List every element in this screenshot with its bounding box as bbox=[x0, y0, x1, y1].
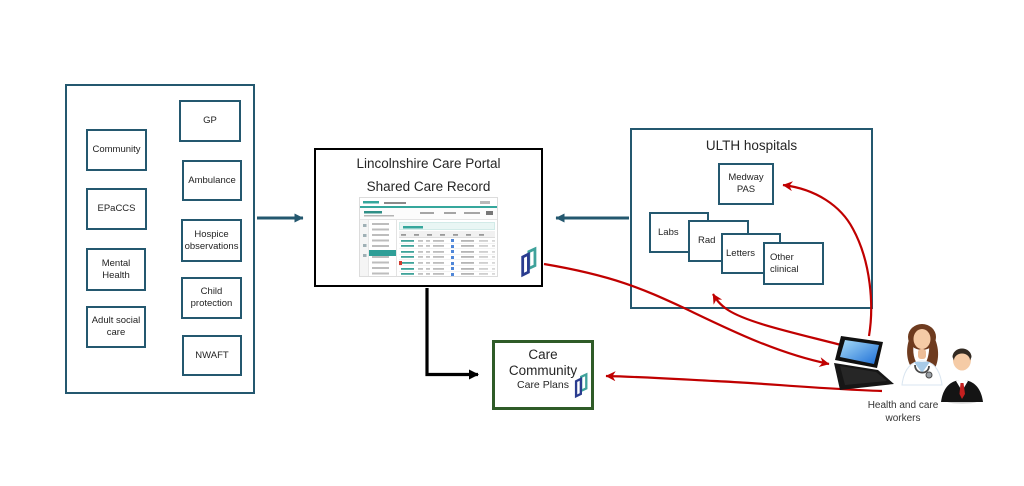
ulth-box-medway-pas: Medway PAS bbox=[718, 163, 774, 205]
care-community-box: Care Community Care Plans bbox=[492, 340, 594, 410]
thumbnail-table bbox=[397, 220, 497, 276]
thumbnail-body bbox=[360, 220, 497, 276]
thumbnail-topbar bbox=[360, 198, 497, 206]
care-community-title-line2: Community bbox=[508, 363, 578, 378]
thumbnail-row bbox=[399, 265, 495, 272]
thumbnail-row bbox=[399, 254, 495, 261]
workers-label-line1: Health and care bbox=[867, 400, 939, 411]
care-portal-logo bbox=[521, 246, 537, 278]
workers-label: Health and care workers bbox=[845, 399, 961, 425]
feed-box-mental-health: Mental Health bbox=[86, 248, 146, 291]
thumbnail-column-headers bbox=[399, 231, 495, 238]
thumbnail-table-header-band bbox=[399, 222, 495, 230]
businessman-icon bbox=[941, 348, 983, 404]
thumbnail-patient-banner bbox=[360, 206, 497, 220]
thumbnail-row bbox=[399, 249, 495, 255]
care-community-subtitle: Care Plans bbox=[517, 379, 569, 391]
thumbnail-row bbox=[399, 243, 495, 250]
workers-label-line2: workers bbox=[885, 413, 921, 424]
feed-box-community: Community bbox=[86, 129, 147, 171]
feed-box-ambulance: Ambulance bbox=[182, 160, 242, 201]
care-community-title-line1: Care bbox=[528, 347, 558, 362]
feed-box-nwaft: NWAFT bbox=[182, 335, 242, 376]
ulth-title: ULTH hospitals bbox=[705, 138, 798, 153]
laptop-icon bbox=[834, 336, 894, 390]
ulth-box-other-clinical: Other clinical bbox=[763, 242, 824, 285]
doctor-icon bbox=[901, 324, 943, 386]
care-community-logo bbox=[574, 372, 588, 399]
thumbnail-icon-rail bbox=[360, 220, 369, 276]
portal-title-line1: Lincolnshire Care Portal bbox=[356, 156, 501, 171]
thumbnail-row bbox=[399, 238, 495, 244]
feed-box-adult-social-care: Adult social care bbox=[86, 306, 146, 348]
feed-box-gp: GP bbox=[179, 100, 241, 142]
feed-box-child-protection: Child protection bbox=[181, 277, 242, 319]
feed-box-hospice-observations: Hospice observations bbox=[181, 219, 242, 262]
feed-box-epaccs: EPaCCS bbox=[86, 188, 147, 230]
portal-title-line2: Shared Care Record bbox=[366, 179, 491, 194]
thumbnail-side-menu bbox=[369, 220, 397, 276]
thumbnail-row bbox=[399, 271, 495, 276]
thumbnail-row-flagged bbox=[399, 260, 495, 266]
arrow-portal-to-care-community bbox=[425, 288, 479, 380]
portal-screenshot-thumbnail bbox=[359, 197, 498, 277]
